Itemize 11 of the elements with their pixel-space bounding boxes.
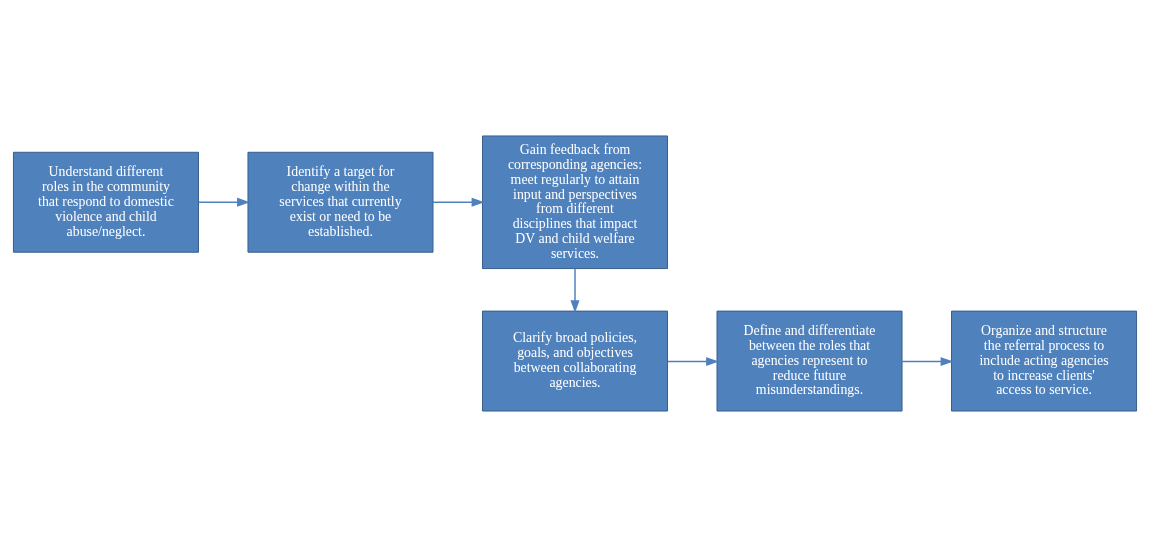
arrow — [432, 197, 485, 207]
node-box: Define and differentiate between the roles that agencies represent to reduce future misunderstandings. — [716, 310, 903, 412]
arrow — [197, 197, 250, 207]
arrow — [570, 267, 580, 313]
arrow — [666, 356, 719, 366]
node-box: Gain feedback from corresponding agencies: meet regularly to attain input and perspectives from different disciplines that impact DV and child welfare services. — [482, 134, 668, 269]
node-box: Identify a target for change within the services that currently exist or need to be established. — [247, 151, 434, 253]
node-box: Clarify broad policies, goals, and objectives between collaborating agencies. — [482, 310, 668, 412]
arrow — [901, 356, 954, 366]
node-box: Organize and structure the referral process to include acting agencies to increase clients' access to service. — [951, 310, 1138, 412]
node-box: Understand different roles in the community that respond to domestic violence and child abuse/neglect. — [12, 151, 199, 253]
